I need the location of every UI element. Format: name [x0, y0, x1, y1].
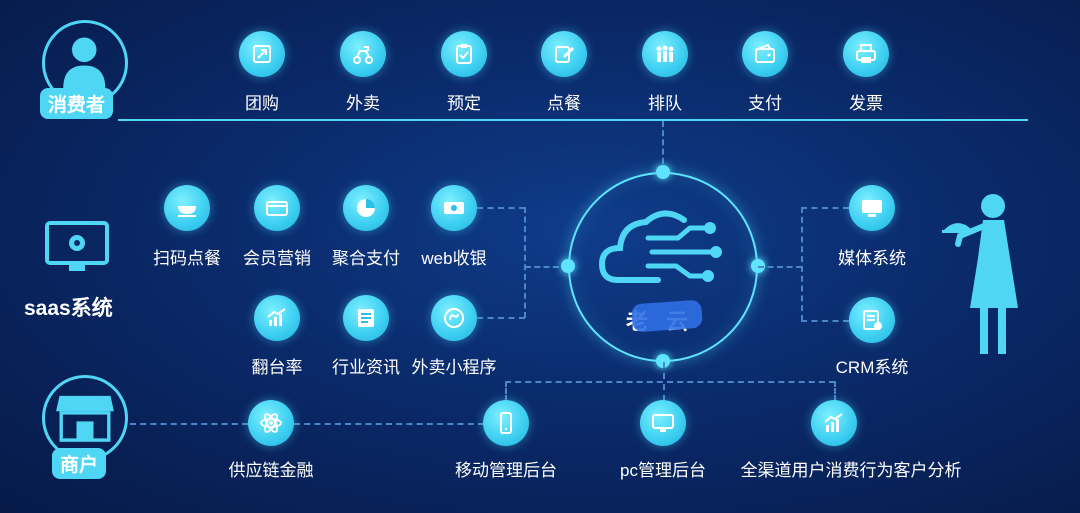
consumer-person-icon — [63, 37, 106, 89]
merchant-item-label: 全渠道用户消费行为客户分析 — [740, 461, 962, 480]
saas-item-label: 聚合支付 — [332, 249, 400, 268]
reservation-clipboard-icon[interactable] — [441, 31, 487, 77]
scan-order-bowl-icon[interactable] — [164, 185, 210, 231]
merchant-connector — [505, 381, 507, 401]
invoice-printer-icon[interactable] — [843, 31, 889, 77]
wallet-icon[interactable] — [742, 31, 788, 77]
waitress-silhouette-icon — [942, 194, 1018, 354]
saas-role-label: saas系统 — [24, 297, 113, 320]
bar-analytics-icon[interactable] — [811, 400, 857, 446]
consumer-item-label: 团购 — [245, 94, 279, 113]
saas-connector — [477, 317, 525, 319]
crm-document-icon[interactable] — [849, 297, 895, 343]
right-connector — [758, 266, 802, 268]
saas-item-label: 行业资讯 — [332, 358, 400, 377]
saas-connector — [525, 266, 568, 268]
mini-program-icon[interactable] — [431, 295, 477, 341]
merchant-item-label: 移动管理后台 — [455, 461, 557, 480]
consumer-item-label: 点餐 — [547, 94, 581, 113]
saas-item-label: 外卖小程序 — [411, 358, 497, 377]
merchant-connector — [505, 381, 835, 383]
atom-icon[interactable] — [248, 400, 294, 446]
queue-people-icon[interactable] — [642, 31, 688, 77]
right-item-label: 媒体系统 — [838, 249, 906, 268]
saas-item-label: web收银 — [421, 249, 487, 268]
hub-node-bottom — [656, 354, 670, 368]
right-connector — [801, 320, 849, 322]
group-buy-icon[interactable] — [239, 31, 285, 77]
saas-item-label: 扫码点餐 — [153, 249, 221, 268]
delivery-scooter-icon[interactable] — [340, 31, 386, 77]
merchant-connector — [130, 423, 248, 425]
consumer-role-badge: 消费者 — [40, 88, 114, 119]
consumer-item-label: 预定 — [447, 94, 481, 113]
saas-connector — [477, 207, 525, 209]
saas-item-label: 会员营销 — [243, 249, 311, 268]
pc-monitor-icon[interactable] — [640, 400, 686, 446]
right-item-label: CRM系统 — [835, 358, 909, 377]
growth-chart-icon[interactable] — [254, 295, 300, 341]
saas-item-label: 翻台率 — [251, 358, 303, 377]
storefront-icon — [56, 395, 114, 442]
hub-label-redaction — [631, 299, 703, 333]
saas-connector — [524, 207, 526, 318]
vip-card-icon[interactable] — [254, 185, 300, 231]
right-connector — [801, 207, 803, 321]
order-edit-icon[interactable] — [541, 31, 587, 77]
merchant-role-badge: 商户 — [52, 448, 107, 479]
right-connector — [801, 207, 849, 209]
news-document-icon[interactable] — [343, 295, 389, 341]
merchant-connector — [663, 362, 665, 401]
merchant-connector — [834, 381, 836, 401]
hub-top-connector — [662, 121, 664, 173]
web-cashier-icon[interactable] — [431, 185, 477, 231]
hub-node-top — [656, 165, 670, 179]
consumer-item-label: 排队 — [648, 94, 682, 113]
merchant-item-label: 供应链金融 — [228, 461, 314, 480]
cloud-network-icon — [598, 210, 722, 283]
mobile-phone-icon[interactable] — [483, 400, 529, 446]
merchant-item-label: pc管理后台 — [620, 461, 706, 480]
saas-monitor-icon — [45, 221, 109, 273]
monitor-icon[interactable] — [849, 185, 895, 231]
aggregate-pay-icon[interactable] — [343, 185, 389, 231]
hub-node-left — [561, 259, 575, 273]
consumer-divider-line — [118, 119, 1028, 121]
merchant-connector — [294, 423, 484, 425]
consumer-item-label: 发票 — [849, 94, 883, 113]
consumer-item-label: 支付 — [748, 94, 782, 113]
consumer-item-label: 外卖 — [346, 94, 380, 113]
